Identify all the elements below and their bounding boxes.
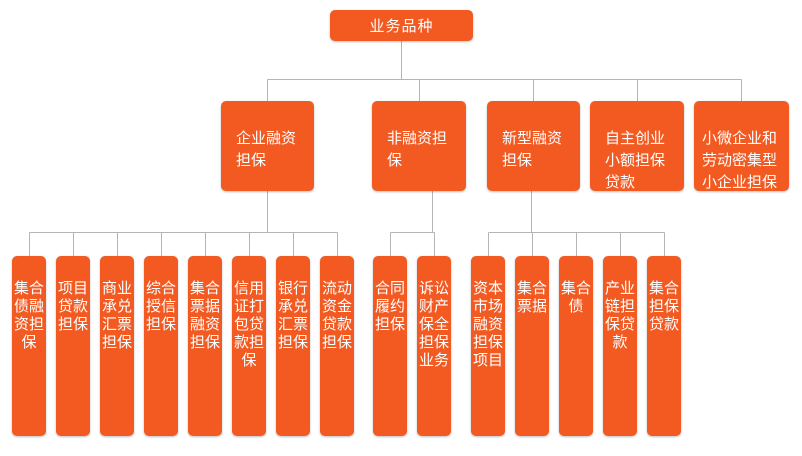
leaf-label: 资本市场融资担保项目	[472, 279, 503, 369]
leaf-label: 银行承兑汇票担保	[277, 279, 308, 351]
leaf-node: 产业链担保贷款	[603, 256, 637, 436]
category-small-micro-enterprise-guarantee: 小微企业和 劳动密集型 小企业担保 贷款	[694, 101, 789, 213]
leaf-label: 商业承兑汇票担保	[101, 279, 132, 351]
category-label: 小微企业和 劳动密集型 小企业担保 贷款	[702, 129, 778, 213]
leaf-node: 集合担保贷款	[647, 256, 681, 436]
leaf-label: 综合授信担保	[145, 279, 176, 333]
leaf-node: 集合债	[559, 256, 593, 436]
leaf-label: 集合债	[560, 279, 591, 315]
category-label: 企业融资 担保	[236, 129, 297, 169]
leaf-label: 信用证打包贷款担保	[233, 279, 264, 369]
leaf-label: 合同履约担保	[374, 279, 405, 333]
leaf-node: 商业承兑汇票担保	[100, 256, 134, 436]
leaf-label: 诉讼财产保全担保业务	[418, 279, 449, 369]
category-label: 新型融资 担保	[502, 129, 563, 169]
category-label: 非融资担 保	[387, 129, 448, 169]
category-enterprise-financing-guarantee: 企业融资 担保	[221, 101, 314, 191]
leaf-label: 项目贷款担保	[57, 279, 88, 333]
leaf-node: 信用证打包贷款担保	[232, 256, 266, 436]
category-startup-microloan-guarantee: 自主创业 小额担保 贷款	[590, 101, 684, 191]
leaf-label: 集合担保贷款	[648, 279, 679, 333]
leaf-node: 集合票据	[515, 256, 549, 436]
leaf-label: 流动资金贷款担保	[321, 279, 352, 351]
leaf-label: 集合债融资担保	[13, 279, 44, 351]
leaf-node: 资本市场融资担保项目	[471, 256, 505, 436]
category-new-financing-guarantee: 新型融资 担保	[487, 101, 580, 191]
leaf-node: 综合授信担保	[144, 256, 178, 436]
leaf-node: 诉讼财产保全担保业务	[417, 256, 451, 436]
category-label: 自主创业 小额担保 贷款	[605, 129, 666, 191]
leaf-label: 集合票据融资担保	[189, 279, 220, 351]
root-node: 业务品种	[330, 10, 473, 41]
leaf-label: 集合票据	[516, 279, 547, 315]
leaf-label: 产业链担保贷款	[604, 279, 635, 351]
leaf-node: 合同履约担保	[373, 256, 407, 436]
category-non-financing-guarantee: 非融资担 保	[372, 101, 466, 191]
leaf-node: 银行承兑汇票担保	[276, 256, 310, 436]
leaf-node: 集合债融资担保	[12, 256, 46, 436]
root-label: 业务品种	[369, 17, 434, 35]
leaf-node: 项目贷款担保	[56, 256, 90, 436]
leaf-node: 流动资金贷款担保	[320, 256, 354, 436]
leaf-node: 集合票据融资担保	[188, 256, 222, 436]
